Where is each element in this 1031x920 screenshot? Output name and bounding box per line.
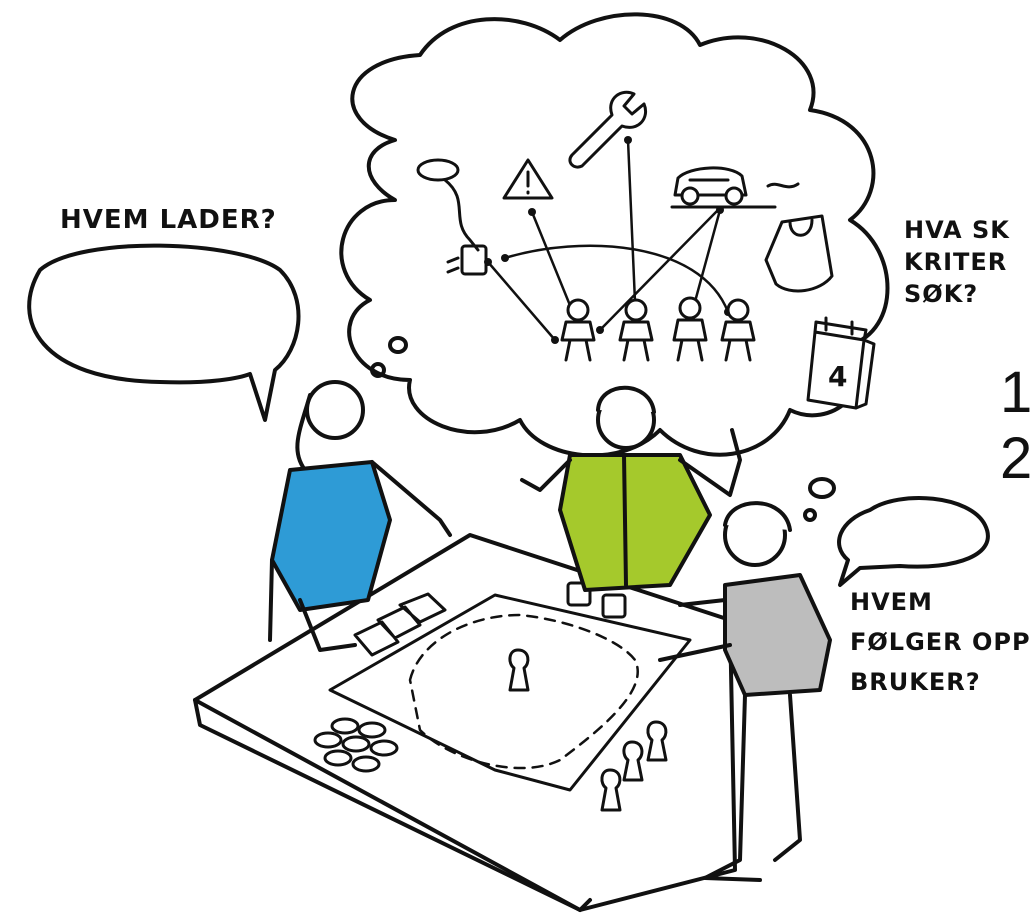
- elder-figure: [658, 501, 832, 882]
- woman-figure: [268, 380, 452, 652]
- table: [193, 533, 737, 912]
- notes: [353, 592, 447, 657]
- speech-bubble-left: [27, 243, 301, 422]
- thought-bubble-3: [808, 477, 836, 499]
- plug-icon: [416, 158, 488, 276]
- calendar-day: 4: [828, 360, 848, 393]
- thought-bubble-2: [370, 362, 386, 378]
- thought-bubble-1: [388, 336, 408, 354]
- wrench-icon: [568, 90, 647, 169]
- label-criteria-3: SØK?: [904, 280, 978, 308]
- tokens: [313, 717, 399, 773]
- calendar-icon: [806, 316, 876, 410]
- label-follow-up-3: BRUKER?: [850, 668, 981, 696]
- warning-icon: [502, 158, 554, 200]
- network-lines: [486, 138, 730, 342]
- map-area: [328, 593, 692, 792]
- thought-bubble-4: [803, 508, 817, 522]
- label-criteria-2: KRITER: [904, 248, 1007, 276]
- number-1: 1: [1000, 360, 1031, 425]
- person-icon: [720, 298, 756, 362]
- speech-bubble-right: [837, 496, 990, 587]
- label-criteria-1: HVA SK: [904, 216, 1010, 244]
- person-icon: [618, 298, 654, 362]
- man-figure: [520, 385, 742, 592]
- label-who-charges: HVEM LADER?: [60, 205, 277, 235]
- number-2: 2: [1000, 426, 1031, 491]
- person-icon: [560, 298, 596, 362]
- pawns: [508, 648, 668, 812]
- person-icon: [672, 296, 708, 362]
- label-follow-up-1: HVEM: [850, 588, 933, 616]
- bag-icon: [764, 214, 834, 293]
- car-icon: [670, 166, 800, 209]
- label-follow-up-2: FØLGER OPP: [850, 628, 1031, 656]
